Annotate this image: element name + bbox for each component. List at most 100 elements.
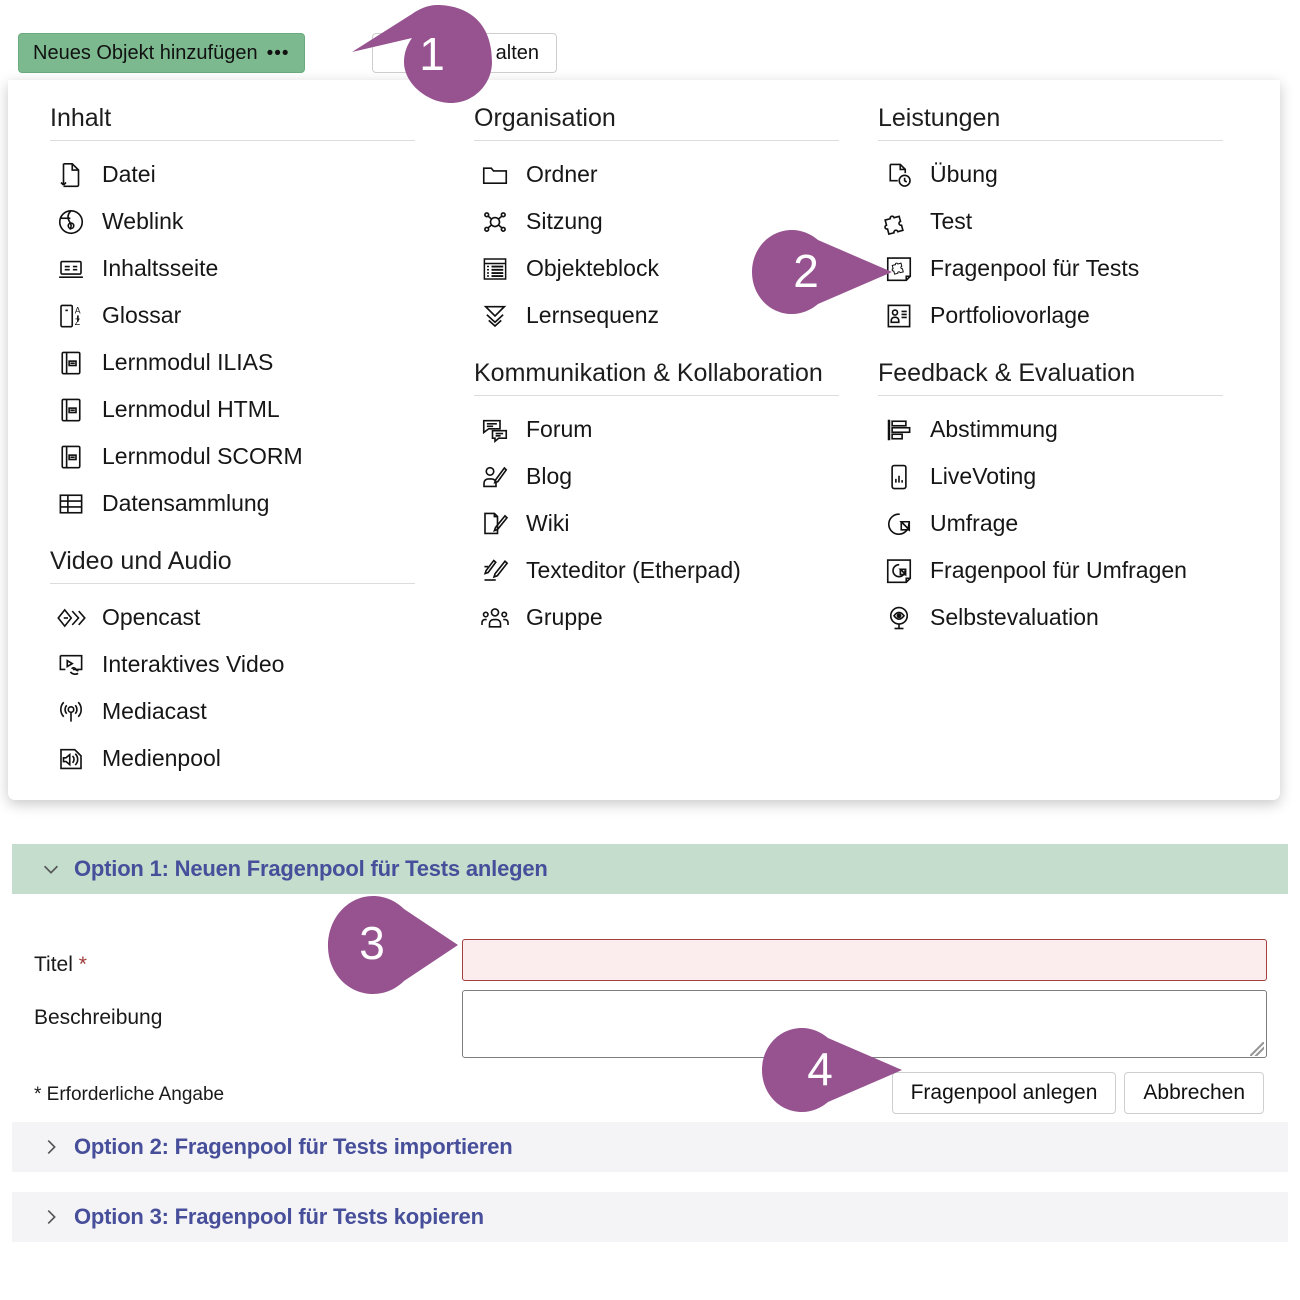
- title-field-label-text: Titel: [34, 953, 73, 976]
- menu-item-portfoliovorlage[interactable]: Portfoliovorlage: [878, 292, 1260, 339]
- menu-item-abstimmung[interactable]: Abstimmung: [878, 406, 1260, 453]
- menu-item-test[interactable]: Test: [878, 198, 1260, 245]
- section-title-kommunikation-kollaboration: Kommunikation & Kollaboration: [474, 359, 823, 387]
- section-video-und-audio: Video und Audio Opencast Interaktives Vi…: [50, 547, 432, 782]
- menu-item-interaktives-video[interactable]: Interaktives Video: [50, 641, 432, 688]
- menu-item-datei[interactable]: Datei: [50, 151, 432, 198]
- accordion-header-option-3[interactable]: Option 3: Fragenpool für Tests kopieren: [12, 1192, 1288, 1242]
- section-title-feedback-evaluation: Feedback & Evaluation: [878, 359, 1136, 387]
- menu-item-label: Fragenpool für Tests: [930, 255, 1140, 281]
- menu-item-label: Gruppe: [526, 604, 603, 630]
- menu-item-uebung[interactable]: Übung: [878, 151, 1260, 198]
- globe-link-icon: [56, 207, 86, 237]
- section-divider: [474, 395, 839, 396]
- top-toolbar: Neues Objekt hinzufügen ••• alten: [0, 0, 1300, 86]
- wiki-page-pen-icon: [480, 509, 510, 539]
- menu-item-label: Datensammlung: [102, 490, 270, 516]
- svg-text:A: A: [75, 305, 81, 315]
- section-title-video-und-audio: Video und Audio: [50, 547, 232, 575]
- menu-item-texteditor-etherpad[interactable]: Texteditor (Etherpad): [474, 547, 856, 594]
- form-button-row: Fragenpool anlegen Abbrechen: [891, 1072, 1264, 1114]
- section-leistungen: Leistungen Übung Test Fragenpool für Tes…: [878, 104, 1260, 339]
- chevron-right-icon: [40, 1206, 62, 1228]
- chevron-right-icon: [40, 1136, 62, 1158]
- title-input[interactable]: [462, 939, 1267, 981]
- media-pool-speaker-icon: [56, 744, 86, 774]
- menu-item-sitzung[interactable]: Sitzung: [474, 198, 856, 245]
- exercise-clock-icon: [884, 160, 914, 190]
- description-field-label: Beschreibung: [34, 1006, 163, 1029]
- menu-item-weblink[interactable]: Weblink: [50, 198, 432, 245]
- object-block-list-icon: [480, 254, 510, 284]
- menu-item-label: Lernmodul SCORM: [102, 443, 303, 469]
- menu-item-blog[interactable]: Blog: [474, 453, 856, 500]
- menu-item-gruppe[interactable]: Gruppe: [474, 594, 856, 641]
- menu-item-fragenpool-fuer-umfragen[interactable]: Fragenpool für Umfragen: [878, 547, 1260, 594]
- live-voting-phone-icon: [884, 462, 914, 492]
- menu-item-mediacast[interactable]: Mediacast: [50, 688, 432, 735]
- menu-item-label: Mediacast: [102, 698, 207, 724]
- menu-item-label: Glossar: [102, 302, 182, 328]
- question-pool-survey-icon: [884, 556, 914, 586]
- menu-item-objekteblock[interactable]: Objekteblock: [474, 245, 856, 292]
- resize-handle-icon[interactable]: [1250, 1042, 1264, 1056]
- menu-item-datensammlung[interactable]: Datensammlung: [50, 480, 432, 527]
- menu-item-label: Blog: [526, 463, 573, 489]
- accordion-header-label: Option 3: Fragenpool für Tests kopieren: [74, 1204, 484, 1229]
- menu-item-label: Datei: [102, 161, 156, 187]
- add-new-object-button[interactable]: Neues Objekt hinzufügen •••: [18, 33, 305, 73]
- menu-item-label: Übung: [930, 161, 998, 187]
- menu-item-label: Weblink: [102, 208, 184, 234]
- learning-module-icon: [56, 395, 86, 425]
- description-textarea[interactable]: [462, 990, 1267, 1058]
- callout-number: 3: [359, 917, 385, 969]
- opencast-diamond-icon: [56, 603, 86, 633]
- question-pool-options-accordion: Option 1: Neuen Fragenpool für Tests anl…: [12, 844, 1288, 1242]
- menu-item-lernmodul-ilias[interactable]: Lernmodul ILIAS: [50, 339, 432, 386]
- menu-item-ordner[interactable]: Ordner: [474, 151, 856, 198]
- menu-item-label: Sitzung: [526, 208, 603, 234]
- portfolio-template-icon: [884, 301, 914, 331]
- required-hint: * Erforderliche Angabe: [34, 1084, 225, 1105]
- group-people-icon: [480, 603, 510, 633]
- section-divider: [50, 140, 415, 141]
- cancel-button[interactable]: Abbrechen: [1124, 1072, 1264, 1114]
- menu-item-opencast[interactable]: Opencast: [50, 594, 432, 641]
- menu-item-fragenpool-fuer-tests[interactable]: Fragenpool für Tests: [878, 245, 1260, 292]
- callout-marker-1: 1: [352, 5, 492, 103]
- menu-item-umfrage[interactable]: Umfrage: [878, 500, 1260, 547]
- menu-item-lernmodul-scorm[interactable]: Lernmodul SCORM: [50, 433, 432, 480]
- menu-item-label: Lernmodul ILIAS: [102, 349, 274, 375]
- menu-item-label: Wiki: [526, 510, 570, 536]
- menu-item-lernmodul-html[interactable]: Lernmodul HTML: [50, 386, 432, 433]
- secondary-toolbar-button-label: alten: [495, 41, 539, 64]
- menu-item-label: Portfoliovorlage: [930, 302, 1090, 328]
- menu-item-lernsequenz[interactable]: Lernsequenz: [474, 292, 856, 339]
- menu-item-selbstevaluation[interactable]: Selbstevaluation: [878, 594, 1260, 641]
- create-question-pool-button[interactable]: Fragenpool anlegen: [891, 1072, 1117, 1114]
- menu-item-label: Test: [930, 208, 973, 234]
- menu-item-livevoting[interactable]: LiveVoting: [878, 453, 1260, 500]
- menu-item-inhaltsseite[interactable]: Inhaltsseite: [50, 245, 432, 292]
- survey-pie-icon: [884, 509, 914, 539]
- section-title-organisation: Organisation: [474, 104, 616, 132]
- accordion-spacer: [12, 1172, 1288, 1192]
- callout-number: 4: [807, 1043, 833, 1095]
- menu-item-forum[interactable]: Forum: [474, 406, 856, 453]
- menu-item-wiki[interactable]: Wiki: [474, 500, 856, 547]
- question-pool-test-icon: [884, 254, 914, 284]
- session-nodes-icon: [480, 207, 510, 237]
- accordion-header-option-2[interactable]: Option 2: Fragenpool für Tests importier…: [12, 1122, 1288, 1172]
- accordion-header-option-1[interactable]: Option 1: Neuen Fragenpool für Tests anl…: [12, 844, 1288, 894]
- menu-item-label: Selbstevaluation: [930, 604, 1099, 630]
- learning-sequence-chevrons-icon: [480, 301, 510, 331]
- forum-bubbles-icon: [480, 415, 510, 445]
- callout-number: 1: [419, 28, 445, 80]
- accordion-body-option-1: Titel * Beschreibung * Erforderliche Ang…: [12, 894, 1288, 1114]
- data-collection-table-icon: [56, 489, 86, 519]
- menu-item-medienpool[interactable]: Medienpool: [50, 735, 432, 782]
- section-feedback-evaluation: Feedback & Evaluation Abstimmung LiveVot…: [878, 359, 1260, 641]
